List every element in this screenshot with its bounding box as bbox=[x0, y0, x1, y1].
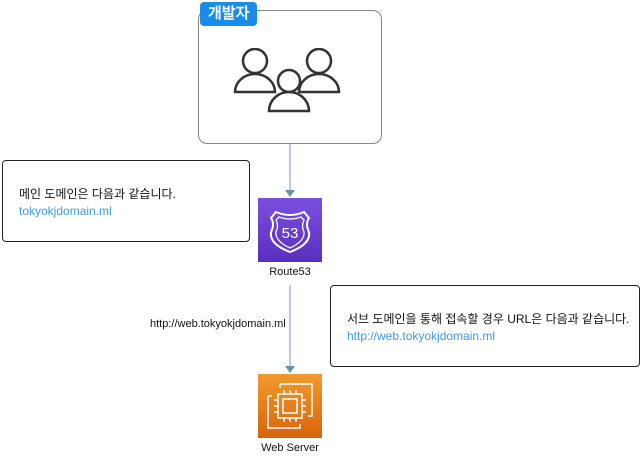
main-domain-link[interactable]: tokyokjdomain.ml bbox=[19, 204, 112, 218]
main-domain-text: 메인 도메인은 다음과 같습니다. bbox=[19, 187, 176, 201]
sub-domain-text: 서브 도메인을 통해 접속할 경우 URL은 다음과 같습니다. bbox=[347, 312, 630, 326]
edge-label: http://web.tokyokjdomain.ml bbox=[150, 318, 286, 330]
group-label: 개발자 bbox=[200, 2, 258, 26]
ec2-icon[interactable] bbox=[258, 374, 322, 438]
route53-badge: 53 bbox=[282, 225, 299, 242]
route53-icon[interactable]: 53 bbox=[258, 198, 322, 262]
main-domain-note: 메인 도메인은 다음과 같습니다. tokyokjdomain.ml bbox=[2, 160, 250, 242]
sub-domain-link[interactable]: http://web.tokyokjdomain.ml bbox=[347, 329, 496, 343]
users-icon bbox=[233, 48, 341, 113]
sub-domain-note: 서브 도메인을 통해 접속할 경우 URL은 다음과 같습니다. http://… bbox=[330, 285, 640, 367]
arrowhead-icon bbox=[285, 190, 295, 197]
arrowhead-icon bbox=[285, 366, 295, 373]
route53-label: Route53 bbox=[269, 266, 311, 278]
web-server-label: Web Server bbox=[261, 442, 319, 454]
